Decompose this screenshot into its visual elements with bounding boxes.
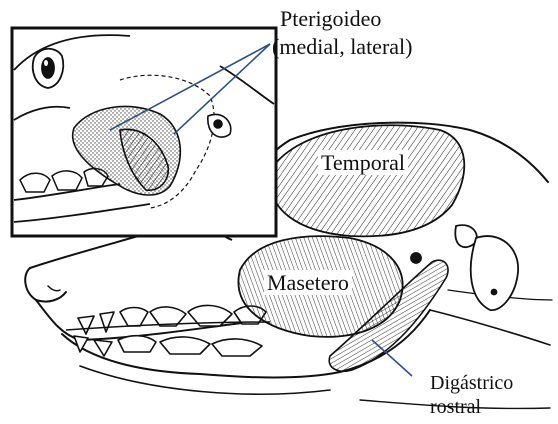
- main-teeth: [74, 305, 266, 356]
- temporal-muscle: [270, 125, 464, 236]
- label-digastrico-line2: rostral: [430, 396, 481, 419]
- nose: [25, 268, 66, 302]
- label-masetero: Masetero: [264, 270, 352, 295]
- inset-panel: [12, 28, 276, 236]
- label-temporal: Temporal: [318, 150, 408, 175]
- label-digastrico-line1: Digástrico: [430, 372, 513, 395]
- label-pterigoideo-line2: (medial, lateral): [272, 34, 412, 59]
- label-pterigoideo-line1: Pterigoideo: [280, 6, 381, 31]
- inset-eye: [33, 49, 63, 88]
